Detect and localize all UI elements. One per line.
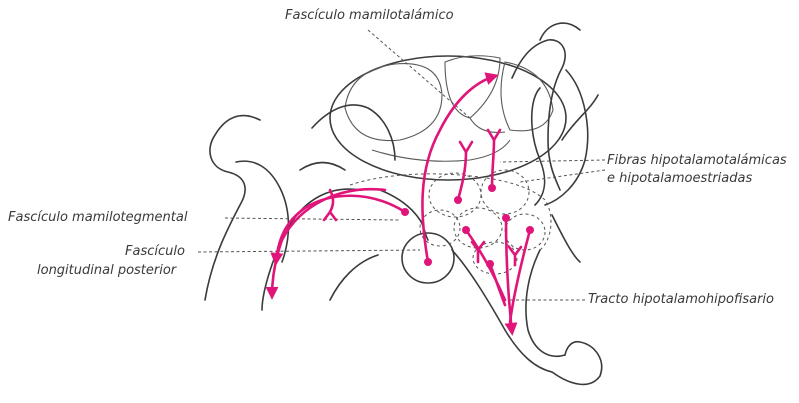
label-hipotalamoestriadas: e hipotalamoestriadas [607, 171, 752, 187]
fiber-hipotalamotalamica-1 [458, 152, 466, 200]
fiber-hipotalamohipofisario-4 [490, 264, 505, 305]
nucleus-mamilar [424, 258, 432, 266]
fiber-longitudinal-posterior [272, 189, 385, 296]
infundibulum-outline [380, 190, 602, 384]
fiber-hipotalamotalamica-2 [492, 140, 494, 188]
fornix-outline [512, 23, 598, 205]
fiber-mamilotegmental [276, 196, 405, 262]
nucleus-tegmental [401, 208, 409, 216]
fiber-pathways [272, 76, 534, 332]
label-tracto-hipotalamohipofisario: Tracto hipotalamohipofisario [588, 292, 774, 308]
fiber-hipotalamohipofisario-2 [510, 230, 530, 322]
hypothalamic-nuclei [350, 170, 551, 274]
label-longitudinal-posterior: longitudinal posterior [37, 263, 176, 279]
label-fasciculo-mamilotegmental: Fascículo mamilotegmental [8, 210, 187, 226]
label-fasciculo: Fascículo [125, 244, 185, 260]
label-fibras-hipotalamotalamicas: Fibras hipotalamotalámicas [607, 153, 787, 169]
label-fasciculo-mamilotalamico: Fascículo mamilotalámico [285, 8, 454, 24]
